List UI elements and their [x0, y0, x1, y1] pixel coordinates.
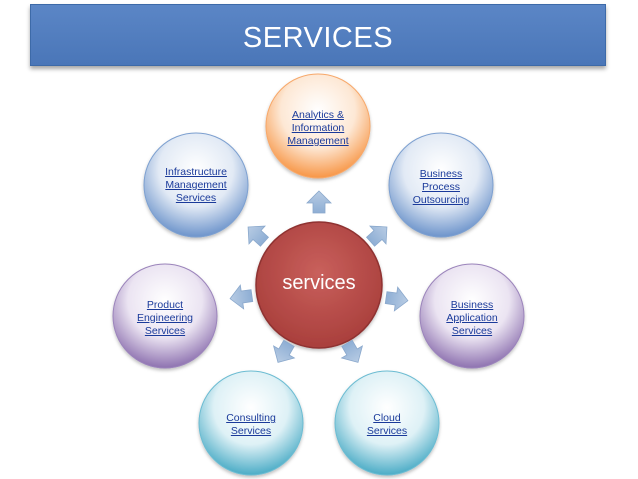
title-bar: SERVICES: [30, 4, 606, 66]
arrow-icon-product-eng: [229, 284, 254, 310]
node-circle-consulting: [198, 370, 304, 476]
node-circle-cloud: [334, 370, 440, 476]
arrow-icon-bpo: [365, 225, 388, 247]
node-label-bpo[interactable]: Business Process Outsourcing: [412, 167, 470, 206]
arrow-icon-infrastructure: [247, 225, 270, 247]
node-circle-business-app: [419, 263, 525, 369]
center-circle: [255, 221, 383, 349]
arrow-icon-analytics: [306, 190, 332, 214]
arrow-icon-cloud: [340, 339, 364, 363]
node-label-infrastructure[interactable]: Infrastructure Management Services: [165, 165, 227, 204]
arrow-icon-consulting: [272, 339, 296, 363]
node-label-cloud[interactable]: Cloud Services: [366, 412, 408, 437]
center-label: services: [282, 272, 356, 294]
node-circle-product-eng: [112, 263, 218, 369]
node-circle-bpo: [388, 132, 494, 238]
node-label-business-app[interactable]: Business Application Services: [446, 298, 498, 337]
node-circle-infrastructure: [143, 132, 249, 238]
node-label-product-eng[interactable]: Product Engineering Services: [136, 298, 194, 337]
arrow-icon-business-app: [384, 286, 409, 312]
page-title: SERVICES: [242, 22, 394, 54]
node-circle-analytics: [265, 73, 371, 179]
node-label-consulting[interactable]: Consulting Services: [226, 412, 276, 437]
node-label-analytics[interactable]: Analytics & Information Management: [287, 108, 349, 147]
